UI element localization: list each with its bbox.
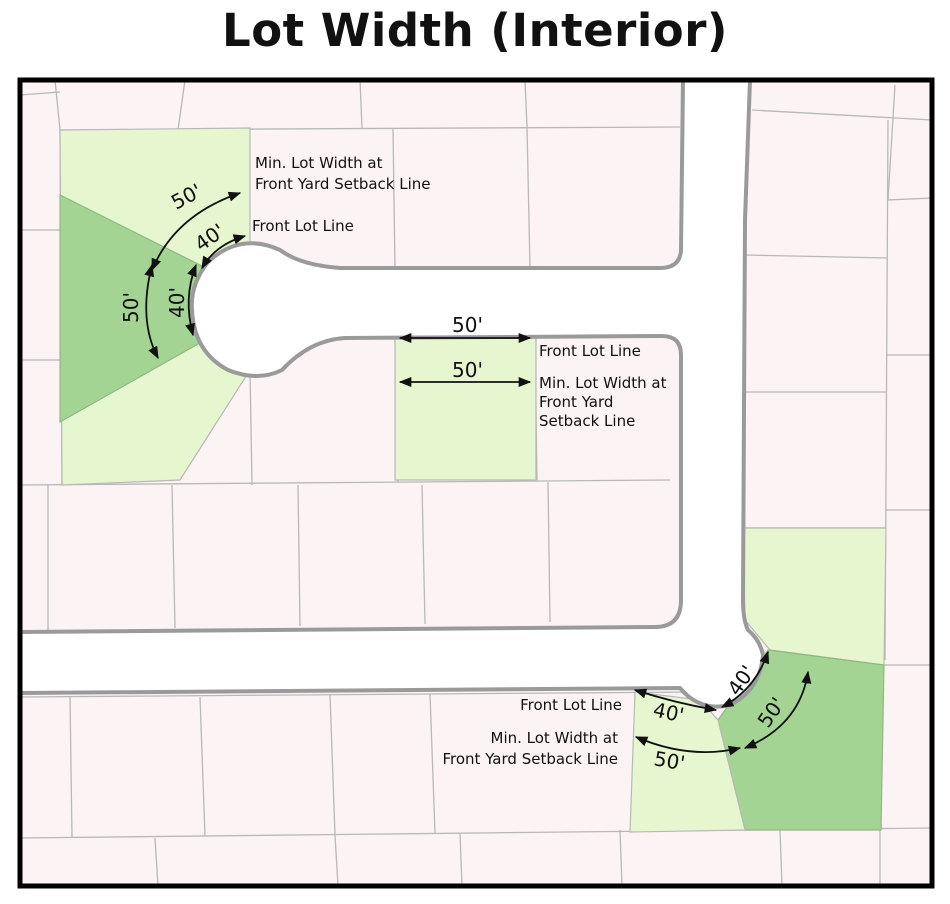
- lot-lines: [20, 80, 932, 886]
- corner-front-lot-line-label: Front Lot Line: [520, 696, 622, 714]
- page-title: Lot Width (Interior): [222, 4, 728, 57]
- corner-setback-bottom-label: 50': [652, 746, 687, 775]
- middle-lot-annotation: 50' 50' Front Lot Line Min. Lot Width at…: [398, 313, 667, 430]
- culdesac-frontage-left-label: 40': [165, 287, 189, 318]
- culdesac-setback-arc-left: [144, 263, 159, 360]
- middle-min-width-line3: Setback Line: [539, 412, 635, 430]
- middle-min-width-line2: Front Yard: [539, 393, 613, 411]
- culdesac-front-lot-line-label: Front Lot Line: [252, 217, 354, 235]
- middle-min-width-line1: Min. Lot Width at: [539, 374, 667, 392]
- middle-lot: [394, 337, 537, 481]
- corner-min-width-line2: Front Yard Setback Line: [443, 750, 619, 768]
- corner-min-width-line1: Min. Lot Width at: [491, 729, 619, 747]
- culdesac-min-width-label-line1: Min. Lot Width at: [255, 154, 383, 172]
- corner-setback-arc-bottom: [634, 736, 742, 756]
- culdesac-min-width-label-line2: Front Yard Setback Line: [255, 175, 431, 193]
- culdesac-frontage-arc-top: [201, 234, 247, 270]
- corner-setback-arc-right: [743, 670, 812, 749]
- culdesac-setback-arc-top: [151, 191, 242, 272]
- culdesac-frontage-arc-left: [185, 263, 197, 337]
- corner-frontage-arc-bottom: [633, 688, 718, 714]
- middle-front-lot-line-label: Front Lot Line: [539, 342, 641, 360]
- culdesac-setback-left-label: 50': [119, 292, 143, 323]
- middle-frontage-label: 50': [452, 313, 483, 337]
- middle-setback-label: 50': [452, 358, 483, 382]
- map-frame: [17, 77, 935, 889]
